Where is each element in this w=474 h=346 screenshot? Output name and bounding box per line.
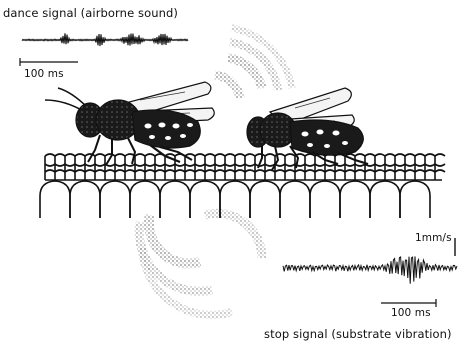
amplitude-scale-label: 1mm/s xyxy=(415,232,452,244)
bee-left xyxy=(45,82,214,165)
airborne-sound-waves xyxy=(215,28,292,98)
stop-signal-label: stop signal (substrate vibration) xyxy=(264,327,452,341)
dance-signal-label: dance signal (airborne sound) xyxy=(3,6,178,20)
stop-signal-waveform xyxy=(283,256,457,283)
dance-scale-label: 100 ms xyxy=(24,68,64,80)
substrate-vibration-waves xyxy=(139,213,262,315)
stop-time-scale-bar xyxy=(381,299,436,307)
dance-signal-waveform xyxy=(22,33,188,46)
stop-scale-label: 100 ms xyxy=(391,307,431,319)
honeycomb xyxy=(40,154,445,218)
dance-time-scale-bar xyxy=(20,58,78,66)
